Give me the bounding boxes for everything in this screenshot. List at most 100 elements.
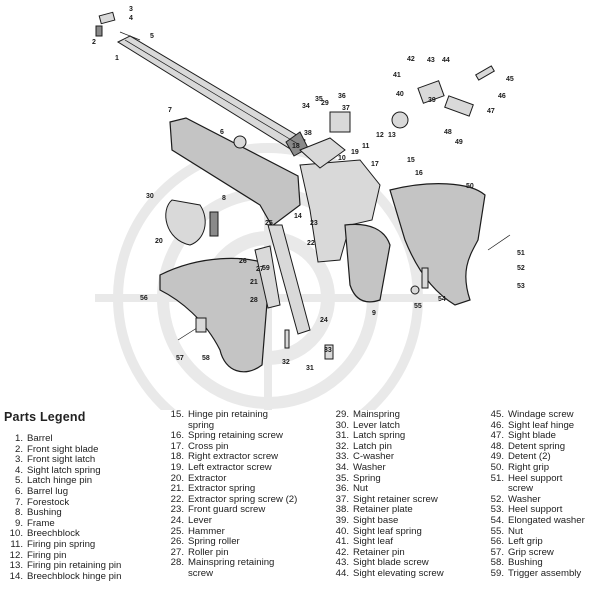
callout-label: 16 (415, 170, 423, 177)
legend-item-text: Sight latch spring (27, 464, 101, 476)
callout-label: 50 (466, 183, 474, 190)
legend-item-text: Firing pin spring (27, 538, 96, 550)
legend-item: 35.Spring (332, 473, 444, 485)
callout-label: 43 (427, 57, 435, 64)
callout-label: 32 (282, 359, 290, 366)
legend-item-number: 41. (335, 536, 349, 548)
legend-item-number: 51. (490, 472, 504, 484)
legend-item: 31.Latch spring (332, 431, 444, 442)
legend-item-number: 37. (335, 493, 349, 505)
legend-item: 12. Firing pin (6, 549, 121, 562)
legend-item-number: 55. (490, 525, 504, 537)
callout-label: 10 (338, 155, 346, 162)
callout-label: 45 (506, 76, 514, 83)
legend-item: 33.C-washer (332, 452, 444, 463)
legend-item-number: 58. (490, 557, 504, 569)
legend-item: 46.Sight leaf hinge (487, 420, 585, 432)
callout-label: 27 (256, 266, 264, 273)
legend-item-number: 12. (9, 549, 23, 561)
legend-item-text: Firing pin retaining pin (27, 560, 122, 572)
legend-item: 3.Front sight latch (6, 455, 121, 466)
legend-item-number: 13. (9, 560, 23, 572)
legend-item-text: Detent (2) (508, 451, 551, 463)
legend-item: 14.Breechblock hinge pin (6, 571, 122, 583)
legend-item-text: Detent spring (508, 440, 566, 452)
legend-item: 30.Lever latch (332, 420, 444, 432)
legend-item-number: 42. (335, 546, 349, 558)
legend-item-text: Roller pin (188, 546, 229, 558)
legend-item-text: Hinge pin retaining spring (188, 409, 269, 431)
legend-item-text: Extractor (188, 472, 227, 484)
callout-label: 38 (304, 130, 312, 137)
callout-label: 22 (307, 240, 315, 247)
front-sight-parts (95, 11, 141, 41)
legend-item-text: Sight retainer screw (353, 493, 438, 505)
legend-item: 17.Cross pin (167, 441, 297, 453)
legend-item: 56.Left grip (487, 537, 585, 548)
legend-item-number: 9. (14, 517, 23, 529)
callout-labels: 1 2 3 4 5 6 7 8 9 10 11 12 13 14 15 16 1… (92, 6, 525, 372)
legend-item-number: 26. (170, 536, 184, 548)
legend-item: 10.Breechblock (6, 529, 121, 540)
callout-label: 19 (351, 149, 359, 156)
callout-label: 26 (239, 258, 247, 265)
callout-label: 31 (306, 365, 314, 372)
callout-label: 39 (428, 97, 436, 104)
forestock-part (169, 117, 301, 227)
legend-item-text: Firing pin (27, 549, 67, 561)
callout-label: 20 (155, 238, 163, 245)
legend-item: 48. Detent spring (487, 440, 585, 453)
legend-item: 43.Sight blade screw (332, 558, 444, 569)
legend-item: 40.Sight leaf spring (332, 526, 444, 538)
legend-item-number: 36. (335, 483, 349, 495)
callout-label: 57 (176, 355, 184, 362)
heel-support-parts (410, 234, 511, 295)
callout-label: 14 (294, 213, 302, 220)
callout-label: 8 (222, 195, 226, 202)
callout-label: 24 (320, 317, 328, 324)
legend-item: 45.Windage screw (487, 409, 585, 421)
legend-item-number: 52. (490, 493, 504, 505)
callout-label: 7 (168, 107, 172, 114)
legend-item-text: Barrel (27, 433, 53, 444)
legend-item-number: 48. (490, 440, 504, 452)
legend-item: 11.Firing pin spring (6, 538, 121, 551)
legend-item-text: Bushing (508, 557, 543, 569)
right-grip-part (344, 183, 486, 306)
trigger-assembly-part (165, 199, 219, 246)
callout-label: 52 (517, 265, 525, 272)
legend-item-text: Spring roller (188, 536, 240, 548)
legend-item: 50.Right grip (487, 462, 585, 474)
legend-item: 18.Right extractor screw (167, 452, 297, 463)
callout-label: 33 (324, 347, 332, 354)
callout-label: 34 (302, 103, 310, 110)
callout-label: 28 (250, 297, 258, 304)
legend-item-number: 29. (335, 409, 349, 420)
legend-item: 9.Frame (6, 517, 121, 530)
legend-item-number: 21. (170, 483, 184, 495)
legend-item-number: 18. (170, 451, 184, 463)
legend-item: 52.Washer (487, 493, 585, 506)
legend-item: 47.Sight blade (487, 431, 585, 442)
legend-item-text: Extractor spring screw (2) (188, 493, 298, 505)
legend-item-number: 32. (335, 440, 349, 452)
callout-label: 48 (444, 129, 452, 136)
legend-item: 37. Sight retainer screw (332, 493, 444, 506)
legend-item-number: 2. (14, 443, 23, 455)
legend-item-text: Forestock (27, 496, 70, 508)
legend-item-text: Elongated washer (508, 514, 585, 526)
callout-label: 4 (129, 15, 133, 22)
legend-item-text: Spring retaining screw (188, 430, 283, 442)
callout-label: 12 (376, 132, 384, 139)
legend-item: 7.Forestock (6, 496, 121, 509)
small-screws (177, 317, 334, 360)
legend-item-number: 20. (170, 472, 184, 484)
legend-item-text: Nut (508, 525, 523, 537)
callout-label: 17 (371, 161, 379, 168)
callout-label: 6 (220, 129, 224, 136)
legend-item: 16.Spring retaining screw (167, 431, 297, 442)
legend-item: 20. Extractor (167, 472, 297, 485)
legend-item-text: Front guard screw (188, 504, 266, 516)
